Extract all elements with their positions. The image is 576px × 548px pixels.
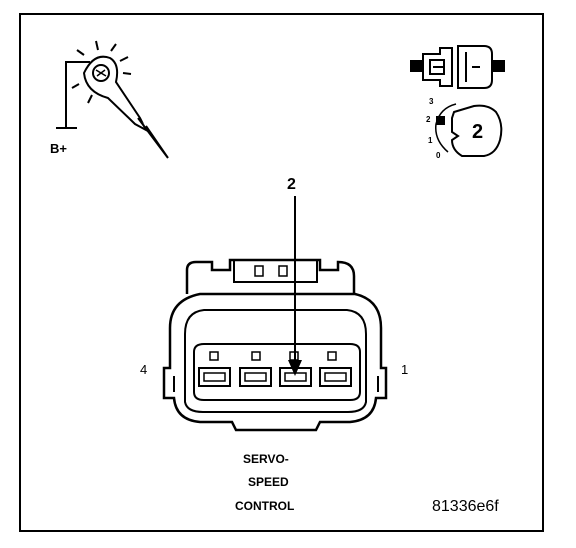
connector-pair-icon <box>410 45 505 89</box>
callout-number: 2 <box>287 176 296 193</box>
diagram-frame <box>19 13 544 532</box>
meter-setting-value: 2 <box>472 121 484 143</box>
test-light-icon <box>56 40 169 159</box>
meter-tick-1: 1 <box>428 136 433 145</box>
pin-label-left: 4 <box>140 362 148 377</box>
connector-name-line-1: SERVO- <box>243 452 289 466</box>
connector-name-line-2: SPEED <box>248 475 289 489</box>
meter-tick-2: 2 <box>426 115 431 124</box>
terminal-pin-4 <box>198 367 231 387</box>
connector-name-line-3: CONTROL <box>235 499 295 513</box>
connector-face-drawing <box>162 258 388 432</box>
meter-dial-icon <box>435 103 503 157</box>
figure-id: 81336e6f <box>432 498 499 515</box>
b-plus-label: B+ <box>50 141 67 156</box>
callout-arrow <box>288 196 302 376</box>
terminal-pin-1 <box>319 367 352 387</box>
terminal-pin-3 <box>239 367 272 387</box>
pin-label-right: 1 <box>401 362 409 377</box>
meter-tick-3: 3 <box>429 97 434 106</box>
terminal-pin-2 <box>279 367 312 387</box>
meter-tick-0: 0 <box>436 151 441 160</box>
